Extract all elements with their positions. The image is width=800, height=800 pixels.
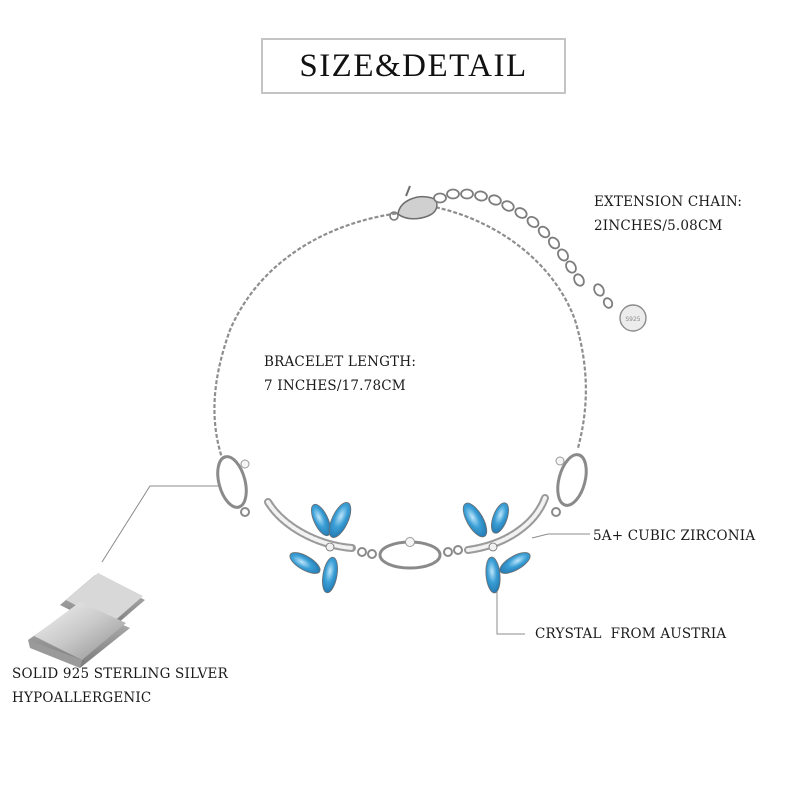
s925-tag: S925 (619, 304, 647, 332)
bracelet-chain-left (213, 210, 409, 459)
page-title: SIZE&DETAIL (299, 47, 528, 84)
extension-chain-title: EXTENSION CHAIN: (594, 194, 743, 210)
svg-text:S925: S925 (625, 316, 640, 323)
leader-line-zirconia (531, 533, 590, 539)
title-box: SIZE&DETAIL (261, 38, 566, 94)
material-subtitle: HYPOALLERGENIC (12, 690, 152, 706)
leader-lines (101, 485, 590, 635)
crystal-label: CRYSTAL FROM AUSTRIA (535, 626, 727, 642)
left-oval-link (216, 455, 248, 509)
extension-chain-value: 2INCHES/5.08CM (594, 218, 723, 234)
left-dragonfly (289, 502, 352, 594)
lobster-clasp-icon (389, 185, 438, 221)
silver-bars-icon (28, 573, 145, 668)
right-pave-arc (464, 494, 549, 554)
extension-chain (433, 188, 614, 309)
right-dragonfly (462, 502, 531, 594)
bracelet-chain-right (429, 204, 587, 449)
extension-chain-label: EXTENSION CHAIN: 2INCHES/5.08CM (594, 190, 742, 238)
bracelet-length-label: BRACELET LENGTH: 7 INCHES/17.78CM (264, 350, 416, 398)
zirconia-label: 5A+ CUBIC ZIRCONIA (593, 528, 756, 544)
left-pave-arc (264, 498, 356, 552)
right-oval-link (556, 453, 588, 507)
material-label: SOLID 925 STERLING SILVER HYPOALLERGENIC (12, 662, 228, 710)
bracelet-length-title: BRACELET LENGTH: (264, 354, 417, 370)
material-title: SOLID 925 STERLING SILVER (12, 666, 228, 682)
leader-line-crystal (496, 592, 525, 635)
leader-line-silver (101, 485, 220, 563)
bracelet-length-value: 7 INCHES/17.78CM (264, 378, 406, 394)
